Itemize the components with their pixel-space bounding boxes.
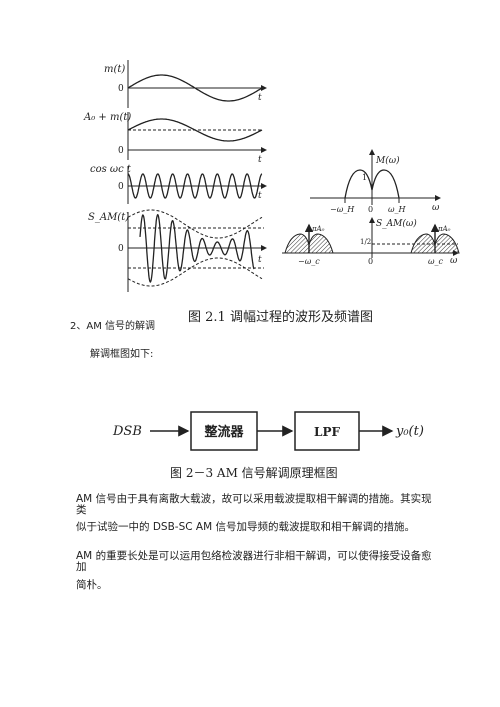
demod-block-diagram: DSB 整流器 LPF y₀(t) xyxy=(112,411,424,451)
panel1-zero: 0 xyxy=(118,84,124,94)
figure1-caption: 图 2.1 调幅过程的波形及频谱图 xyxy=(188,310,373,325)
section-heading: 2、AM 信号的解调 xyxy=(70,321,156,332)
spectrum-bottom-half: 1/2 xyxy=(360,238,371,246)
output-label: y₀(t) xyxy=(395,424,424,439)
spectrum-am: πA₀ πA₀ S_AM(ω) 1/2 −ω_c 0 ω_c ω xyxy=(282,217,460,266)
spectrum-top-zero: 0 xyxy=(368,205,373,214)
panel4-zero: 0 xyxy=(118,244,124,254)
spectrum-top-left-tick: −ω_H xyxy=(330,205,355,214)
panel3-ylabel: cos ωc t xyxy=(90,164,132,175)
spectrum-bottom-axis: ω xyxy=(450,256,458,266)
lpf-label: LPF xyxy=(314,425,340,439)
paragraph-line-3: AM 的重要长处是可以运用包络检波器进行非相干解调，可以使得接受设备愈加 xyxy=(76,550,432,573)
waveform-panel-carrier: cos ωc t 0 t xyxy=(90,164,267,204)
rectifier-block xyxy=(190,411,258,451)
spectrum-top-one: 1 xyxy=(362,173,367,182)
panel2-zero: 0 xyxy=(118,146,124,156)
panel1-ylabel: m(t) xyxy=(104,64,125,75)
paragraph-line-4: 简朴。 xyxy=(76,579,108,591)
am-waveform-figure: m(t) 0 t A₀ + m(t) 0 t cos ωc t 0 t xyxy=(83,60,460,292)
spectrum-bottom-left-tick: −ω_c xyxy=(298,257,320,266)
panel3-zero: 0 xyxy=(118,182,124,192)
spectrum-bottom-zero: 0 xyxy=(368,257,373,266)
spectrum-top-ylabel: M(ω) xyxy=(375,155,400,166)
panel4-t: t xyxy=(258,255,262,265)
intro-text: 解调框图如下: xyxy=(90,349,154,360)
spectrum-top-axis: ω xyxy=(432,203,440,213)
panel4-ylabel: S_AM(t) xyxy=(88,212,129,223)
spectrum-bottom-left-peak: πA₀ xyxy=(311,225,325,233)
spectrum-top-right-tick: ω_H xyxy=(388,205,407,214)
panel1-t: t xyxy=(258,93,262,103)
panel2-t: t xyxy=(258,155,262,165)
rectifier-label: 整流器 xyxy=(203,424,244,440)
waveform-panel-am: S_AM(t) 0 t xyxy=(88,209,267,292)
spectrum-message: M(ω) 1 −ω_H 0 ω_H ω xyxy=(310,149,441,214)
spectrum-bottom-ylabel: S_AM(ω) xyxy=(376,218,417,229)
panel2-ylabel: A₀ + m(t) xyxy=(83,112,131,123)
waveform-panel-offset: A₀ + m(t) 0 t xyxy=(83,112,267,165)
dsb-input-label: DSB xyxy=(112,424,142,439)
waveform-panel-message: m(t) 0 t xyxy=(104,60,267,108)
panel3-t: t xyxy=(258,191,262,201)
spectrum-bottom-right-tick: ω_c xyxy=(428,257,444,266)
paragraph-line-2: 似于试验一中的 DSB-SC AM 信号加导频的载波提取和相干解调的措施。 xyxy=(76,521,415,533)
spectrum-bottom-right-peak: πA₀ xyxy=(437,225,451,233)
paragraph-line-1: AM 信号由于具有离散大载波，故可以采用载波提取相干解调的措施。其实现类 xyxy=(76,493,432,516)
figure2-caption: 图 2－3 AM 信号解调原理框图 xyxy=(170,466,338,480)
